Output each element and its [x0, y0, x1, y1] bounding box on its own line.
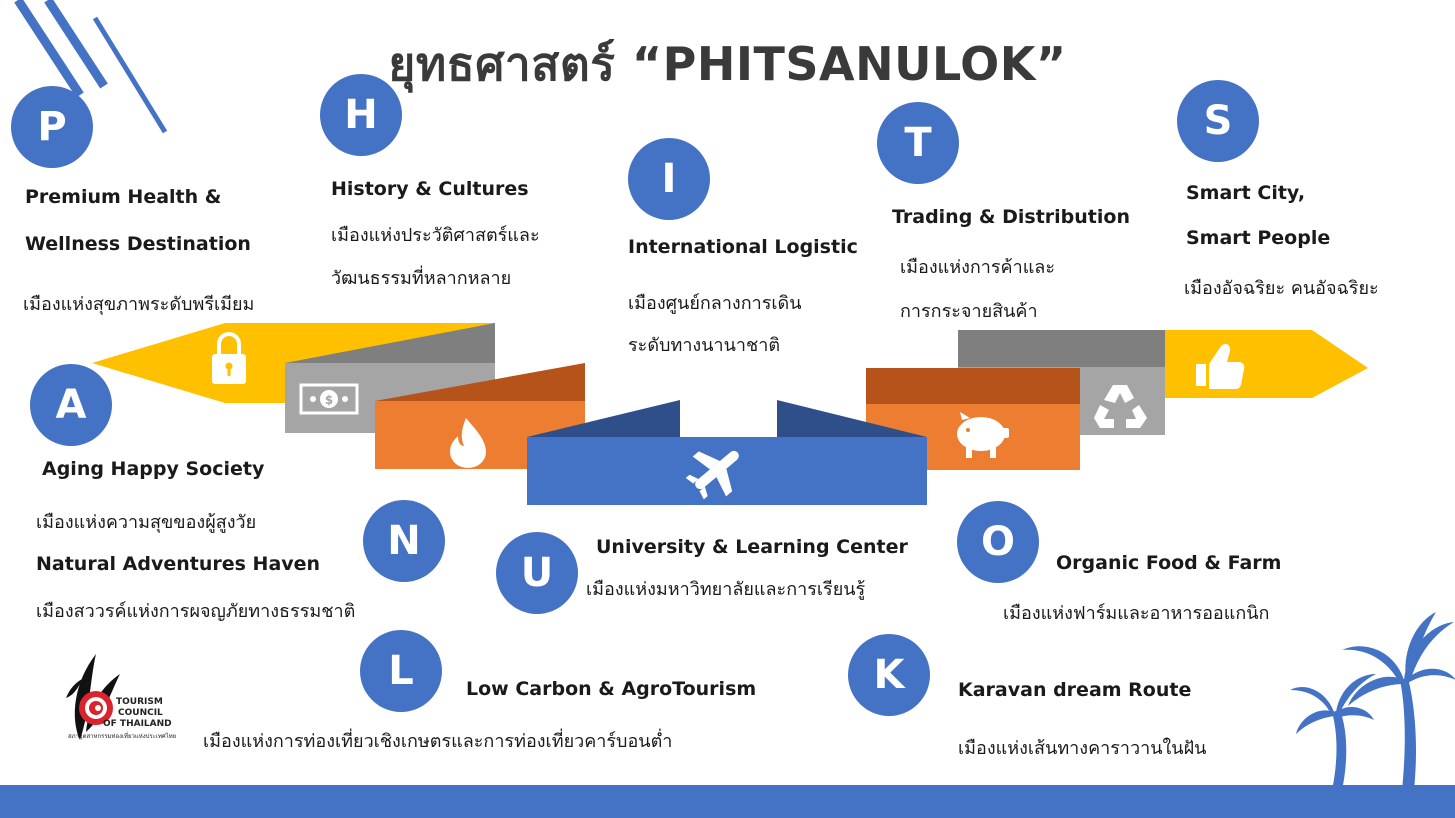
- o-thai-text: เมืองแห่งฟาร์มและอาหารออแกนิก: [1003, 603, 1270, 624]
- u-title: University & Learning Center: [596, 536, 908, 558]
- fire-icon: [450, 418, 486, 468]
- p-title-line1: Premium Health &: [25, 186, 222, 208]
- letter-l-circle: L: [360, 630, 442, 712]
- lock-icon: [212, 332, 246, 384]
- i-title: International Logistic: [628, 236, 858, 258]
- h-thai-line1: เมืองแห่งประวัติศาสตร์และ: [331, 225, 540, 246]
- t-title: Trading & Distribution: [892, 206, 1130, 228]
- airplane-icon: [685, 450, 739, 500]
- piggy-bank-icon: [957, 412, 1009, 458]
- t-thai-line1: เมืองแห่งการค้าและ: [900, 257, 1055, 278]
- footer-bar: [0, 785, 1455, 818]
- l-title: Low Carbon & AgroTourism: [466, 678, 757, 700]
- tourism-council-logo-icon: [66, 654, 120, 740]
- gray-fold-left: [285, 323, 495, 363]
- letter-s-circle: S: [1177, 80, 1259, 162]
- h-title: History & Cultures: [331, 178, 529, 200]
- logo-line4: สภาอุตสาหกรรมท่องเที่ยวแห่งประเทศไทย: [68, 733, 177, 740]
- svg-text:$: $: [325, 393, 333, 407]
- decorative-stripes: [14, 0, 168, 134]
- i-thai-line2: ระดับทางนานาชาติ: [628, 335, 781, 356]
- letter-h-circle: H: [320, 74, 402, 156]
- p-title-line2: Wellness Destination: [25, 233, 251, 255]
- n-thai-text: เมืองสววรค์แห่งการผจญภัยทางธรรมชาติ: [36, 601, 356, 622]
- thumbs-up-icon: [1196, 343, 1245, 389]
- h-thai-line2: วัฒนธรรมที่หลากหลาย: [331, 268, 512, 289]
- logo-line2: COUNCIL: [118, 708, 163, 718]
- letter-k-circle: K: [848, 634, 930, 716]
- u-thai-text: เมืองแห่งมหาวิทยาลัยและการเรียนรู้: [586, 579, 866, 600]
- letter-o-circle: O: [957, 501, 1039, 583]
- k-title: Karavan dream Route: [958, 679, 1192, 701]
- letter-t-circle: T: [877, 102, 959, 184]
- s-thai-text: เมืองอัจฉริยะ คนอัจฉริยะ: [1184, 278, 1379, 299]
- letter-u-circle: U: [496, 532, 578, 614]
- palm-tree-icon: [1290, 612, 1455, 790]
- logo-line1: TOURISM: [116, 697, 163, 707]
- a-title: Aging Happy Society: [42, 458, 265, 480]
- s-title-line1: Smart City,: [1186, 182, 1306, 204]
- n-title: Natural Adventures Haven: [36, 553, 321, 575]
- p-thai-text: เมืองแห่งสุขภาพระดับพรีเมียม: [23, 294, 255, 315]
- letter-a-circle: A: [30, 364, 112, 446]
- money-icon: $: [299, 383, 359, 415]
- l-thai-text: เมืองแห่งการท่องเที่ยวเชิงเกษตรและการท่อ…: [203, 731, 673, 752]
- k-thai-text: เมืองแห่งเส้นทางคาราวานในฝัน: [958, 738, 1207, 759]
- s-title-line2: Smart People: [1186, 227, 1331, 249]
- logo-line3: OF THAILAND: [103, 719, 172, 729]
- blue-fold-right: [777, 400, 927, 437]
- letter-i-circle: I: [628, 138, 710, 220]
- orange-fold-left: [375, 363, 585, 401]
- i-thai-line1: เมืองศูนย์กลางการเดิน: [628, 293, 802, 314]
- gray-fold-right: [958, 330, 1165, 367]
- orange-fold-right: [866, 368, 1080, 404]
- page-title: ยุทธศาสตร์ “PHITSANULOK”: [388, 37, 1067, 91]
- t-thai-line2: การกระจายสินค้า: [900, 301, 1038, 322]
- a-thai-text: เมืองแห่งความสุขของผู้สูงวัย: [36, 512, 257, 533]
- recycle-icon: [1094, 385, 1147, 428]
- letter-p-circle: P: [11, 86, 93, 168]
- blue-fold-left: [527, 400, 680, 437]
- o-title: Organic Food & Farm: [1056, 552, 1282, 574]
- letter-n-circle: N: [363, 500, 445, 582]
